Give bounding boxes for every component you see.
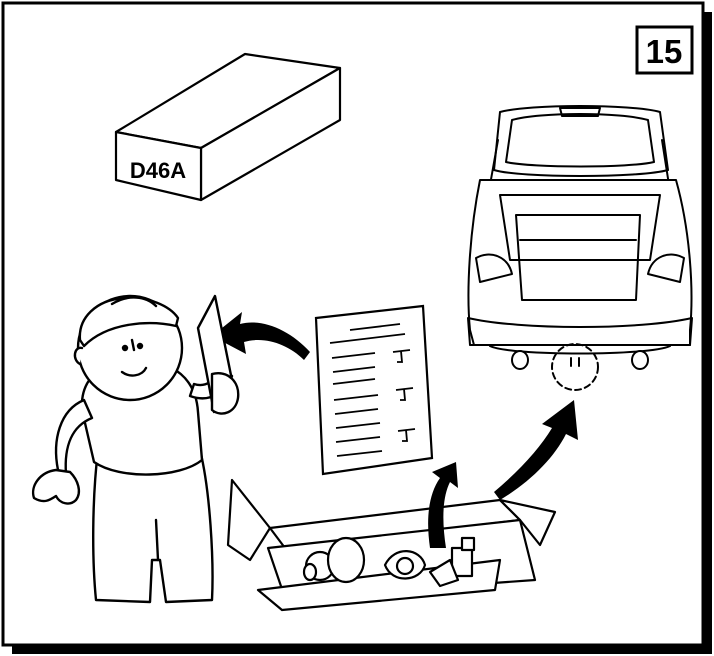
- arrow-sheet-to-mechanic: [212, 312, 310, 360]
- car-rear-hatch-open-icon: [467, 105, 693, 391]
- arrow-box-to-sheet: [428, 462, 458, 548]
- step-number-badge: 15: [635, 25, 694, 75]
- instruction-sheet-icon: [314, 304, 434, 476]
- package-label: D46A: [130, 158, 186, 183]
- arrow-box-to-car: [494, 400, 578, 500]
- open-parts-box-icon: [226, 478, 557, 612]
- mechanic-figure-icon: [31, 294, 240, 604]
- step-number: 15: [646, 33, 683, 70]
- package-box-icon: D46A: [114, 52, 342, 202]
- arrows: [212, 312, 578, 548]
